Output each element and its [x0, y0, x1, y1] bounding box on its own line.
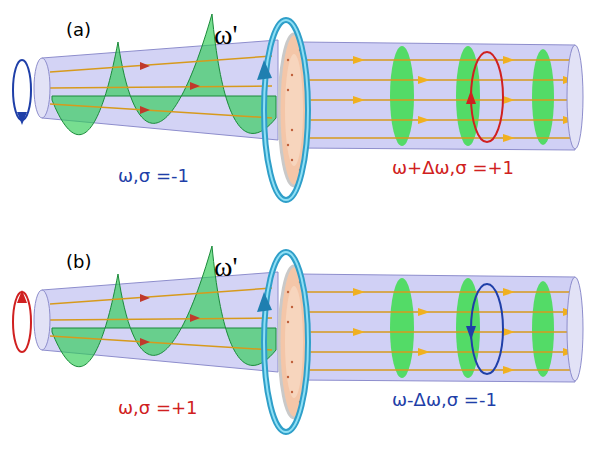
panel-tag: (b): [66, 252, 91, 272]
output-beam-label: ω-Δω,σ =-1: [392, 390, 497, 410]
rotation-label: ω': [214, 20, 237, 51]
input-beam-label: ω,σ =-1: [118, 166, 189, 186]
output-beam-label: ω+Δω,σ =+1: [392, 158, 514, 178]
panel-tag: (a): [66, 20, 91, 40]
input-beam-label: ω,σ =+1: [118, 398, 198, 418]
rotation-label: ω': [214, 252, 237, 283]
